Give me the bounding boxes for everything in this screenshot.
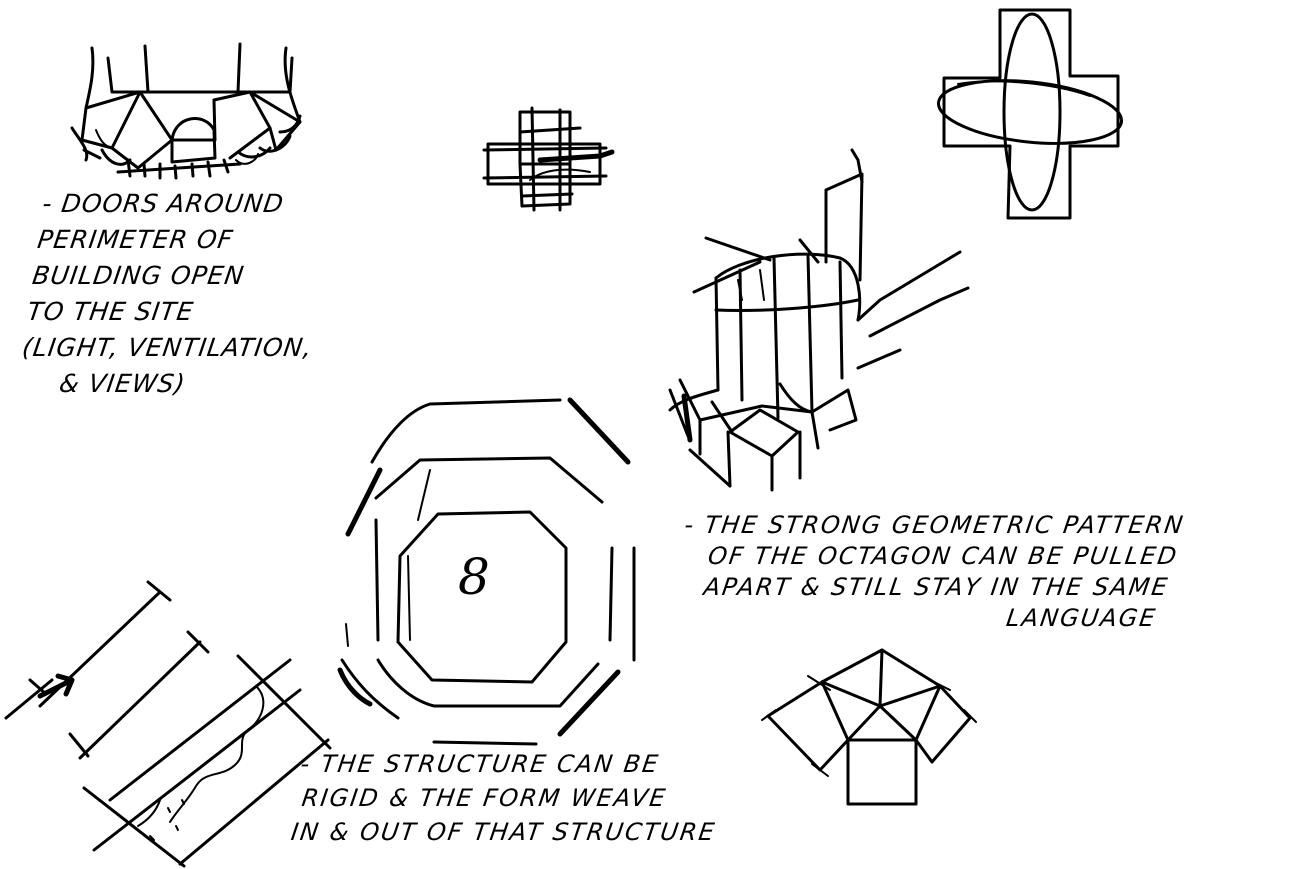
tower-isometric-sketch [670, 150, 968, 490]
octagon-module-sketch [762, 650, 976, 804]
structure-note-line-3: IN & OUT OF THAT STRUCTURE [289, 815, 718, 849]
structure-note-line-1: - THE STRUCTURE CAN BE [298, 747, 727, 781]
doors-note-line-5: (LIGHT, VENTILATION, [20, 330, 315, 366]
octagon-note-line-4: LANGUAGE [669, 603, 1173, 634]
doors-perimeter-sketch [72, 44, 300, 178]
octagon-rings-sketch: 8 [340, 400, 634, 744]
plus-grid-sketch [484, 108, 612, 210]
octagon-note: - THE STRONG GEOMETRIC PATTERN OF THE OC… [669, 510, 1186, 634]
octagon-note-line-2: OF THE OCTAGON CAN BE PULLED [678, 541, 1182, 572]
octagon-note-line-3: APART & STILL STAY IN THE SAME [674, 572, 1178, 603]
structure-note-line-2: RIGID & THE FORM WEAVE [294, 781, 723, 815]
octagon-note-line-1: - THE STRONG GEOMETRIC PATTERN [682, 510, 1186, 541]
octagon-label: 8 [458, 548, 490, 606]
doors-note-line-2: PERIMETER OF [35, 222, 330, 258]
doors-note-line-6: & VIEWS) [15, 366, 310, 402]
doors-note-line-1: - DOORS AROUND [40, 186, 335, 222]
doors-note-line-4: TO THE SITE [25, 294, 320, 330]
cross-ellipse-sketch [935, 10, 1124, 218]
rigid-structure-sketch [6, 582, 330, 866]
structure-note: - THE STRUCTURE CAN BE RIGID & THE FORM … [289, 747, 728, 849]
doors-note: - DOORS AROUND PERIMETER OF BUILDING OPE… [15, 186, 335, 402]
doors-note-line-3: BUILDING OPEN [30, 258, 325, 294]
